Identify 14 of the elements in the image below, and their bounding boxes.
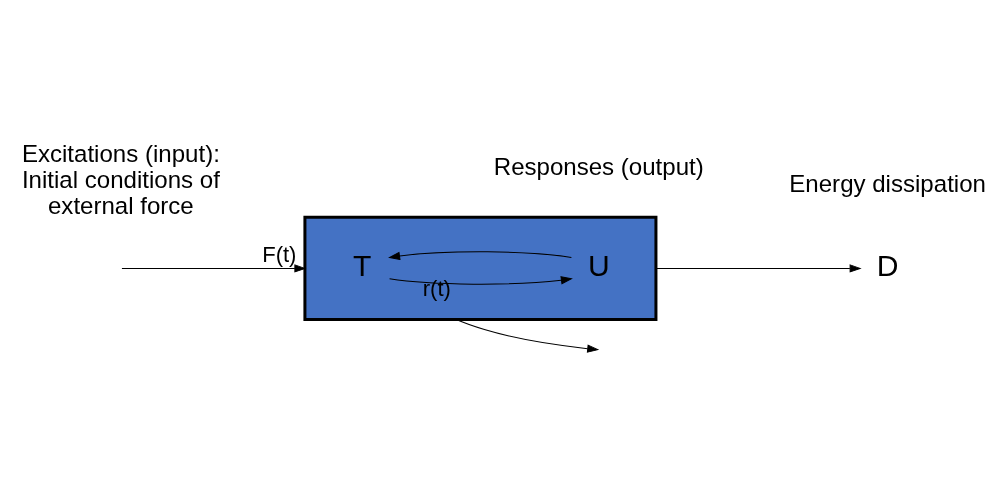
arrow <box>655 264 861 273</box>
arrow <box>121 264 306 273</box>
arrow <box>389 251 572 260</box>
arrow <box>389 276 572 285</box>
label: Responses (output) <box>493 153 704 181</box>
edge-label: F(t) <box>262 241 297 267</box>
node-text: U <box>587 248 610 282</box>
arrow <box>455 319 599 353</box>
label: Energy dissipation <box>789 170 986 198</box>
label: Excitations (input): Initial conditions of external force <box>21 140 220 220</box>
node-text: T <box>352 248 372 282</box>
node-text: D <box>876 248 899 282</box>
edge-label: r(t) <box>422 276 451 302</box>
cluster <box>303 215 658 322</box>
